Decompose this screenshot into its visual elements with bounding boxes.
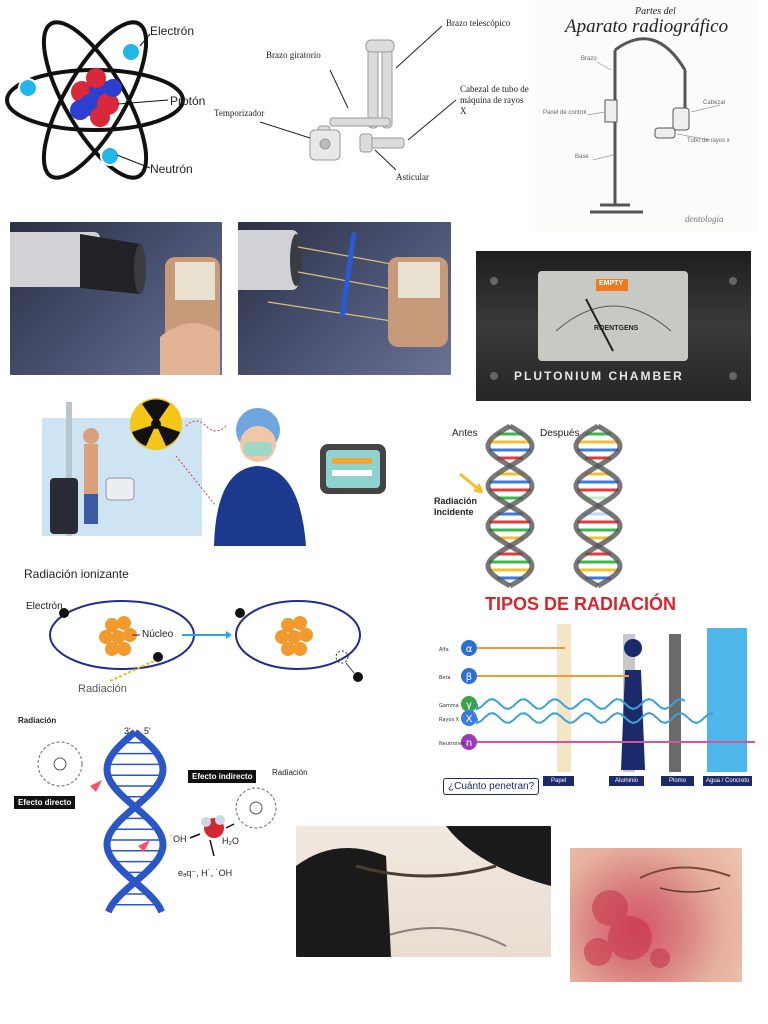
dna-damage-radiation-right: Radiación [272, 768, 308, 777]
apparatus-base-label: Base [575, 154, 589, 160]
ray-path-2 [476, 697, 686, 711]
xray-unit-illustration [259, 25, 457, 171]
barrier-label-lead: Plomo [661, 776, 695, 786]
hair-loss-photo [296, 826, 551, 957]
meter-empty-tag: EMPTY [599, 280, 624, 287]
ray-symbol-badge-3 [461, 710, 477, 726]
radiation-types-title: TIPOS DE RADIACIÓN [485, 594, 677, 614]
ray-symbol-3: X [466, 714, 473, 725]
ray-path-3 [476, 711, 714, 725]
apparatus-illustration [586, 37, 721, 214]
barrier-label-paper: Papel [543, 776, 575, 786]
apparatus-diagram: Partes del Aparato radiográfico Brazo Pa… [535, 0, 757, 232]
radiology-illustration [36, 396, 396, 546]
dna-helix-after [573, 423, 623, 589]
ray-symbol-1: β [466, 672, 472, 683]
ionization-illustration [49, 600, 363, 682]
ray-symbol-0: α [466, 644, 473, 655]
joint-label: Asticular [396, 172, 429, 182]
ray-symbol-4: n [466, 738, 472, 749]
ionizing-title: Radiación ionizante [24, 567, 129, 581]
ray-symbol-badge-1 [461, 668, 477, 684]
ray-name-1: Beta [439, 675, 451, 681]
radiolysis-products-label: eₐq⁻, H˙, ˙OH [178, 868, 233, 878]
electron-label: Electrón [150, 24, 195, 38]
incident-radiation-arrow [459, 472, 484, 494]
dna-after-label: Después [540, 428, 580, 439]
apparatus-brand: dentologia [685, 214, 724, 224]
strand-5-prime: 5' [144, 726, 151, 736]
neutron-label: Neutrón [150, 162, 193, 176]
apparatus-title: Aparato radiográfico [565, 16, 729, 37]
proton-label: Protón [170, 94, 206, 108]
strand-3-prime: 3' [124, 726, 131, 736]
ray-symbol-2: γ [466, 700, 472, 711]
dna-helix-pair [459, 423, 623, 589]
apparatus-head-label: Cabezal [703, 100, 726, 106]
ray-name-2: Gamma [439, 703, 459, 709]
atom-diagram: Electrón Protón Neutrón [0, 0, 220, 200]
atom-illustration [5, 20, 185, 180]
damaged-dna-helix [103, 729, 167, 914]
penetration-question: ¿Cuánto penetran? [443, 778, 540, 795]
water-label: H₂O [222, 836, 239, 846]
apparatus-arm-label: Brazo [581, 56, 597, 62]
meter-brand: ROENTGENS [594, 325, 639, 332]
nucleus [70, 68, 122, 127]
tube-head-label: Cabezal de tubo de máquina de rayos X [460, 84, 529, 116]
plutonium-meter-photo: EMPTY ROENTGENS PLUTONIUM CHAMBER [476, 251, 751, 401]
apparatus-tube-label: Tubo de rayos x [687, 138, 730, 144]
dna-incident-label: Radiación Incidente [434, 496, 478, 517]
ionizing-electron-label: Electrón [26, 601, 63, 612]
ray-name-4: Neutrones [439, 741, 465, 747]
apparatus-control-panel-label: Panel de control [543, 110, 587, 116]
ray-symbol-badge-4 [461, 734, 477, 750]
hydroxyl-label: ˙OH [170, 834, 187, 844]
dna-damage-diagram: Radiación Efecto directo Efecto indirect… [10, 712, 310, 922]
direct-effect-label: Efecto directo [14, 796, 76, 809]
ray-symbol-badge-2 [461, 696, 477, 712]
ionizing-radiation-diagram: Radiación ionizante Electrón Núcleo Radi… [20, 563, 380, 703]
skin-erythema-photo [570, 848, 742, 982]
radiology-scene [42, 398, 386, 546]
ray-symbol-badge-0 [461, 640, 477, 656]
meter-caption: PLUTONIUM CHAMBER [514, 369, 684, 383]
ray-name-0: Alfa [439, 647, 449, 653]
dna-damage-illustration [37, 729, 277, 914]
dna-radiation-comparison: Antes Después Radiación Incidente [420, 420, 650, 590]
barrier-label-water: Agua / Concreto [703, 776, 753, 786]
dna-before-label: Antes [452, 428, 478, 439]
timer-label: Temporizador [214, 108, 265, 118]
barrier-label-aluminum: Aluminio [609, 776, 645, 786]
ionizing-nucleus-label: Núcleo [142, 629, 174, 640]
ray-name-3: Rayos X [439, 717, 460, 723]
indirect-effect-label: Efecto indirecto [188, 770, 257, 783]
ionizing-radiation-label: Radiación [78, 683, 127, 695]
dna-helix-before [485, 423, 535, 589]
dna-damage-radiation-left: Radiación [18, 716, 57, 725]
swing-arm-label: Brazo giratorio [266, 50, 321, 60]
dental-xray-photo-2 [238, 222, 451, 375]
dental-xray-photo-1 [10, 222, 222, 375]
telescopic-arm-label: Brazo telescópico [446, 18, 511, 28]
xray-unit-diagram: Brazo telescópico Brazo giratorio Cabeza… [210, 10, 530, 190]
apparatus-title-small: Partes del [635, 6, 676, 17]
